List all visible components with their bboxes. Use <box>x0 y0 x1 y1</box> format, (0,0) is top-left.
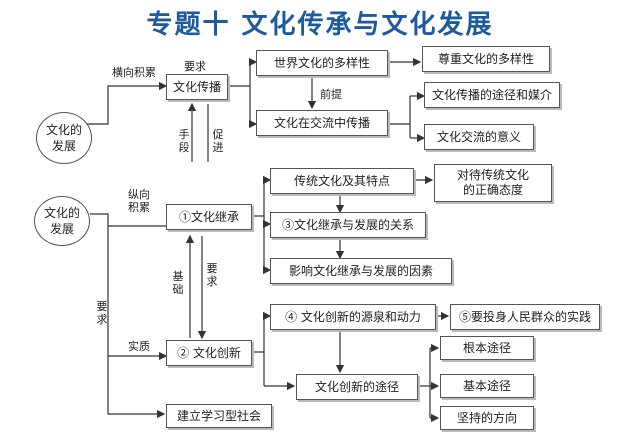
node-direction: 坚持的方向 <box>440 406 534 430</box>
node-exchange-meaning: 文化交流的意义 <box>424 124 534 150</box>
node-world-diversity: 世界文化的多样性 <box>256 50 388 76</box>
node-respect-diversity: 尊重文化的多样性 <box>422 46 550 72</box>
label-vertical-accumulation: 纵向 积累 <box>128 188 150 214</box>
label-promote: 促 进 <box>212 128 224 154</box>
node-practice: ⑤要投身人民群众的实践 <box>450 304 600 330</box>
page-title: 专题十 文化传承与文化发展 <box>146 10 494 40</box>
label-means: 手 段 <box>178 128 190 154</box>
node-tradition-attitude: 对待传统文化 的正确态度 <box>434 164 552 202</box>
node-basic-approach: 基本途径 <box>440 374 534 398</box>
label-require-mid: 要 求 <box>206 262 218 288</box>
node-innovation-approach: 文化创新的途径 <box>296 374 418 400</box>
label-essence: 实质 <box>128 340 150 353</box>
label-premise: 前提 <box>320 88 342 101</box>
root-culture-development-top: 文化的 发展 <box>36 112 92 164</box>
label-basis: 基 础 <box>172 270 184 296</box>
node-innovation-source: ④ 文化创新的源泉和动力 <box>270 304 436 330</box>
node-tradition-features: 传统文化及其特点 <box>270 168 414 194</box>
node-culture-innovate: ② 文化创新 <box>166 340 252 366</box>
label-require-side: 要 求 <box>96 300 108 326</box>
node-spread-channels: 文化传播的途径和媒介 <box>424 82 560 108</box>
node-fundamental-approach: 根本途径 <box>440 336 534 360</box>
node-culture-spread: 文化传播 <box>166 74 228 100</box>
node-learning-society: 建立学习型社会 <box>166 404 272 428</box>
node-influence-factors: 影响文化继承与发展的因素 <box>270 258 452 284</box>
node-exchange-spread: 文化在交流中传播 <box>256 110 388 136</box>
root-culture-development-bottom: 文化的 发展 <box>34 196 90 246</box>
label-require-top: 要求 <box>184 60 206 73</box>
label-horizontal-accumulation: 横向积累 <box>112 66 156 79</box>
node-inherit-relation: ③文化继承与发展的关系 <box>270 212 426 238</box>
node-culture-inherit: ①文化继承 <box>166 204 252 230</box>
